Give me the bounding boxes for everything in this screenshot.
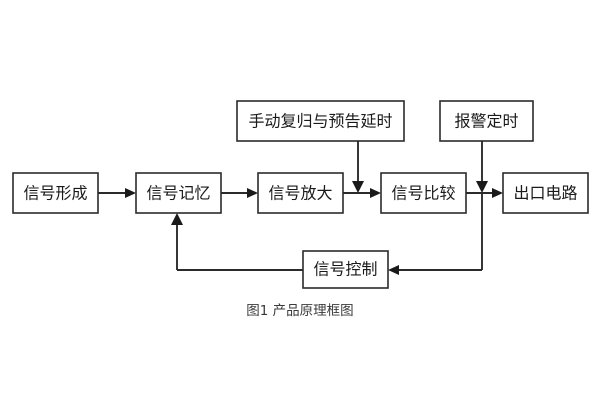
connector-manual-reset-down	[352, 141, 364, 193]
node-label-alarm-timer: 报警定时	[454, 112, 518, 131]
connector-amplify-to-compare	[343, 188, 381, 198]
connector-feedback-to-control	[388, 265, 482, 275]
node-label-output-circuit: 出口电路	[513, 184, 577, 203]
node-manual-reset[interactable]: 手动复归与预告延时	[236, 100, 405, 142]
node-signal-control[interactable]: 信号控制	[302, 250, 389, 289]
node-label-signal-control: 信号控制	[313, 260, 377, 279]
node-output-circuit[interactable]: 出口电路	[502, 172, 589, 214]
connector-control-to-memory	[171, 213, 303, 271]
node-label-signal-formation: 信号形成	[23, 184, 87, 203]
node-label-signal-memory: 信号记忆	[146, 184, 210, 203]
node-signal-formation[interactable]: 信号形成	[12, 172, 99, 214]
node-signal-compare[interactable]: 信号比较	[380, 172, 467, 214]
node-label-signal-compare: 信号比较	[391, 184, 455, 203]
connector-formation-to-memory	[98, 188, 136, 198]
connector-alarm-timer-down	[476, 141, 488, 270]
node-label-signal-amplify: 信号放大	[268, 184, 332, 203]
node-signal-amplify[interactable]: 信号放大	[257, 172, 344, 214]
node-alarm-timer[interactable]: 报警定时	[439, 100, 534, 142]
node-signal-memory[interactable]: 信号记忆	[135, 172, 222, 214]
figure-caption: 图1 产品原理框图	[246, 303, 353, 319]
node-label-manual-reset: 手动复归与预告延时	[248, 112, 392, 131]
connector-compare-to-output	[466, 188, 503, 198]
connector-memory-to-amplify	[221, 188, 258, 198]
